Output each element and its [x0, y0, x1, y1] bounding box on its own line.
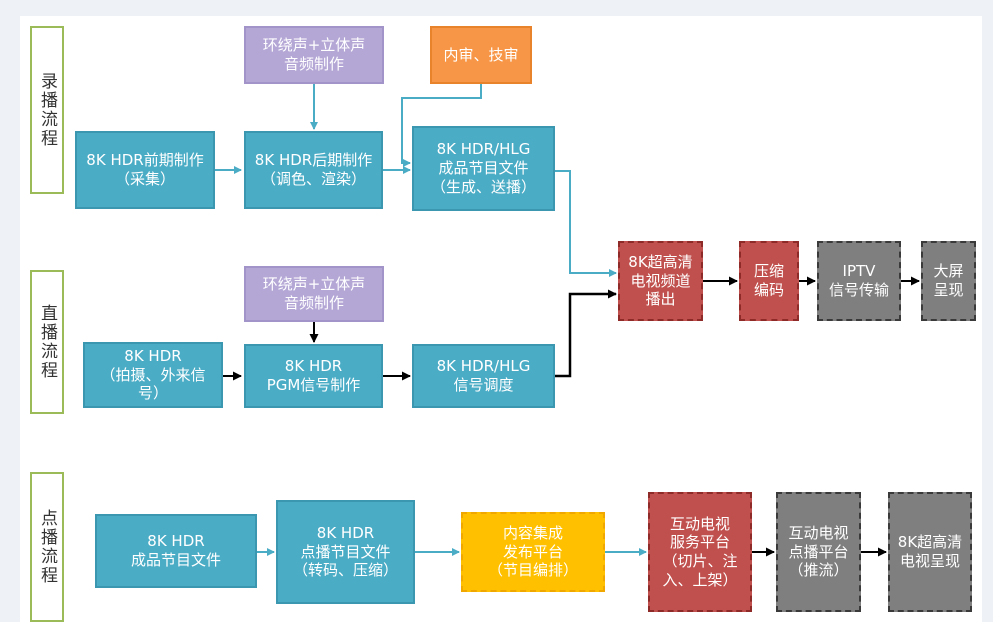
- live-capture-box: 8K HDR （拍摄、外来信 号）: [83, 342, 223, 408]
- big-screen-box: 大屏 呈现: [921, 241, 976, 321]
- interactive-service-platform-box: 互动电视 服务平台 （切片、注 入、上架）: [648, 492, 752, 612]
- uhd-tv-present-text: 8K超高清 电视呈现: [897, 533, 963, 570]
- big-screen-text: 大屏 呈现: [933, 262, 964, 299]
- interactive-vod-platform-box: 互动电视 点播平台 （推流）: [776, 492, 861, 612]
- uhd-tv-present-box: 8K超高清 电视呈现: [888, 492, 972, 612]
- vod-program-file-box: 8K HDR 点播节目文件 （转码、压缩）: [276, 500, 415, 604]
- live-dispatch-text: 8K HDR/HLG 信号调度: [436, 357, 531, 394]
- arrow-dispatch-to-channel: [553, 289, 617, 378]
- section-label-live: 直播流程: [30, 270, 64, 414]
- record-finished-program-box: 8K HDR/HLG 成品节目文件 （生成、送播）: [412, 126, 555, 211]
- vod-program-file-text: 8K HDR 点播节目文件 （转码、压缩）: [292, 523, 398, 580]
- record-surround-audio-text: 环绕声+立体声 音频制作: [262, 36, 366, 73]
- live-capture-text: 8K HDR （拍摄、外来信 号）: [100, 346, 206, 403]
- connector-layer: [213, 84, 920, 557]
- channel-playout-text: 8K超高清 电视频道 播出: [628, 252, 693, 309]
- section-label-record: 录播流程: [30, 26, 64, 194]
- review-text: 内审、技审: [443, 45, 519, 64]
- record-surround-audio-box: 环绕声+立体声 音频制作: [244, 26, 384, 84]
- vod-finished-program-text: 8K HDR 成品节目文件: [130, 532, 221, 569]
- live-pgm-box: 8K HDR PGM信号制作: [244, 344, 383, 408]
- content-publish-platform-box: 内容集成 发布平台 （节目编排）: [461, 512, 605, 592]
- encode-box: 压缩 编码: [739, 241, 799, 321]
- arrow-finished-to-channel: [553, 170, 617, 277]
- vod-finished-program-box: 8K HDR 成品节目文件: [95, 514, 257, 588]
- record-postproduction-box: 8K HDR后期制作 （调色、渲染）: [244, 131, 383, 209]
- live-surround-audio-box: 环绕声+立体声 音频制作: [244, 266, 384, 322]
- live-pgm-text: 8K HDR PGM信号制作: [266, 357, 361, 394]
- record-preproduction-box: 8K HDR前期制作 （采集）: [75, 131, 215, 209]
- encode-text: 压缩 编码: [753, 262, 784, 299]
- live-surround-audio-text: 环绕声+立体声 音频制作: [262, 275, 366, 312]
- record-postproduction-text: 8K HDR后期制作 （调色、渲染）: [254, 151, 373, 188]
- content-publish-platform-text: 内容集成 发布平台 （节目编排）: [487, 523, 578, 580]
- live-dispatch-box: 8K HDR/HLG 信号调度: [412, 344, 555, 408]
- interactive-vod-platform-text: 互动电视 点播平台 （推流）: [788, 523, 849, 580]
- record-finished-program-text: 8K HDR/HLG 成品节目文件 （生成、送播）: [430, 140, 536, 196]
- review-box: 内审、技审: [430, 26, 532, 84]
- channel-playout-box: 8K超高清 电视频道 播出: [618, 241, 703, 321]
- iptv-transmission-box: IPTV 信号传输: [817, 241, 901, 321]
- arrow-review-to-finished: [401, 84, 482, 167]
- section-label-vod: 点播流程: [30, 472, 64, 622]
- interactive-service-platform-text: 互动电视 服务平台 （切片、注 入、上架）: [662, 514, 738, 589]
- flow-diagram: 录播流程 直播流程 点播流程 环绕声+立体声 音频制作 内审、技审 8K HDR…: [20, 16, 982, 622]
- iptv-transmission-text: IPTV 信号传输: [828, 262, 889, 299]
- record-preproduction-text: 8K HDR前期制作 （采集）: [86, 151, 204, 188]
